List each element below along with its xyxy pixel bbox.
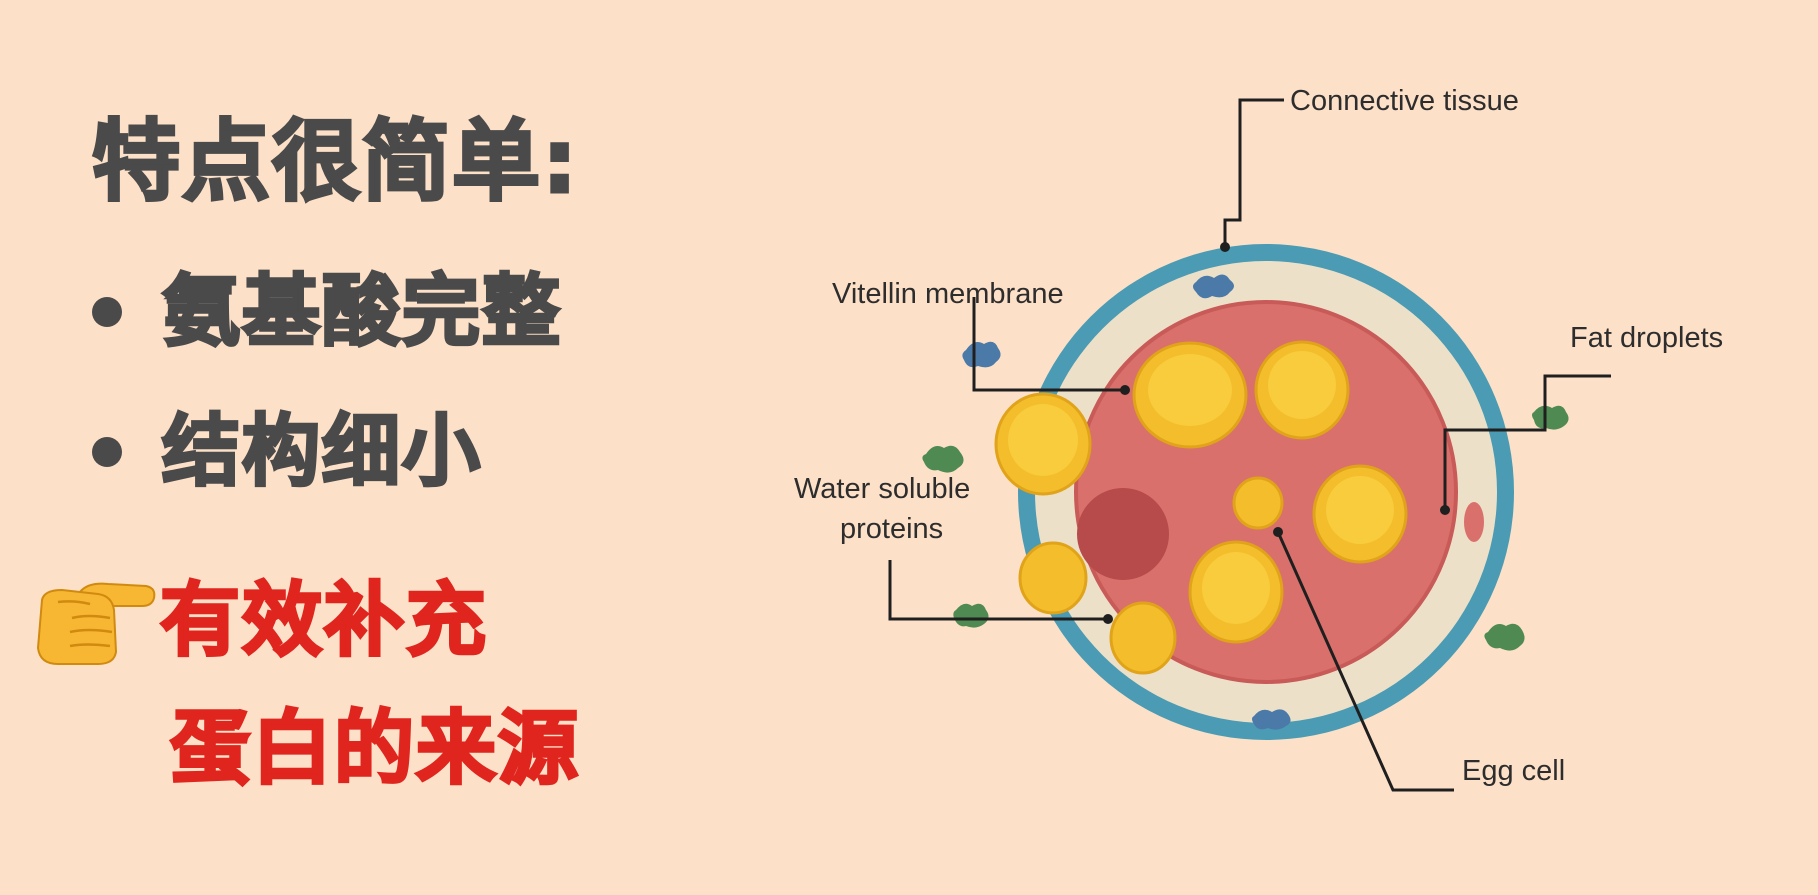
label-fat-droplets: Fat droplets — [1570, 322, 1723, 354]
cytoplasm-blob — [1464, 502, 1484, 542]
text-panel: 特点很简单: 氨基酸完整 结构细小 有效补充 蛋白的来源 — [0, 0, 800, 895]
label-egg-cell: Egg cell — [1462, 755, 1565, 787]
bullet-text: 氨基酸完整 — [160, 266, 563, 359]
pointing-hand-icon — [36, 582, 156, 665]
highlight-line-2: 蛋白的来源 — [169, 701, 580, 797]
bullet-text: 结构细小 — [160, 406, 483, 499]
egg-cell-diagram: Connective tissue Vitellin membrane Fat … — [770, 60, 1810, 860]
label-water-soluble: Water soluble — [794, 473, 970, 505]
protein-blobs — [922, 274, 1569, 730]
highlight-line-1: 有效补充 — [159, 573, 488, 669]
leader-dots — [1103, 242, 1450, 624]
bullet-item: 氨基酸完整 — [92, 264, 562, 360]
label-proteins: proteins — [840, 513, 943, 545]
label-connective-tissue: Connective tissue — [1290, 85, 1519, 117]
label-vitellin-membrane: Vitellin membrane — [832, 278, 1064, 310]
bullet-item: 结构细小 — [92, 404, 482, 500]
bullet-dot-icon — [92, 297, 122, 327]
nucleus — [1077, 488, 1169, 580]
leader-lines — [888, 98, 1611, 792]
headline: 特点很简单: — [90, 110, 580, 213]
fat-droplets — [994, 340, 1408, 675]
bullet-dot-icon — [92, 437, 122, 467]
